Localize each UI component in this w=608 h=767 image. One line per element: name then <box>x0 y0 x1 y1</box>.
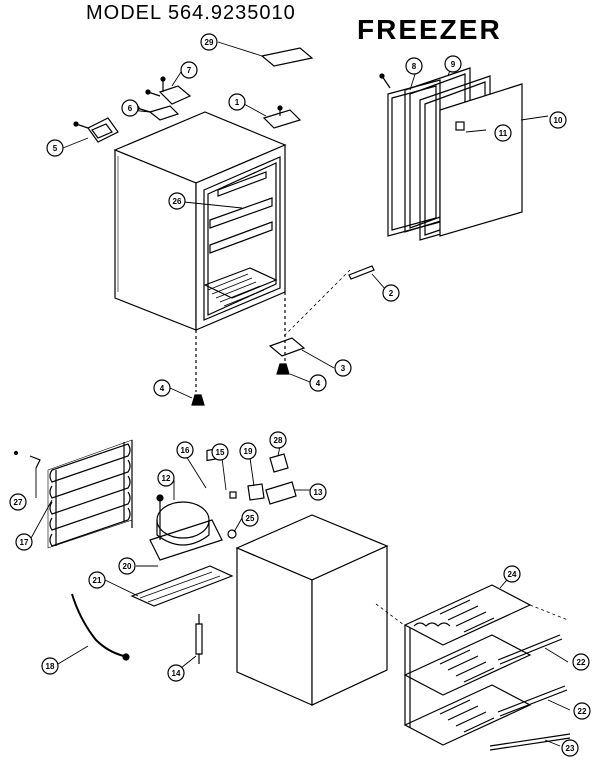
callout-number: 23 <box>566 744 575 753</box>
callout-4: 4 <box>309 374 327 392</box>
base-pan <box>130 565 234 607</box>
callout-number: 4 <box>160 384 165 393</box>
callout-7: 7 <box>180 61 198 79</box>
leveling-foot-right <box>276 363 290 375</box>
freezer-cabinet <box>113 111 287 331</box>
lower-cabinet-box <box>235 514 389 706</box>
callout-2: 2 <box>382 284 400 302</box>
callout-29: 29 <box>200 33 218 51</box>
callout-number: 19 <box>244 447 253 456</box>
callout-number: 26 <box>173 197 182 206</box>
callout-23: 23 <box>561 739 579 757</box>
callout-22: 22 <box>573 702 591 720</box>
callout-22: 22 <box>572 653 590 671</box>
callout-number: 6 <box>128 104 133 113</box>
callout-5: 5 <box>46 139 64 157</box>
callout-number: 10 <box>554 116 563 125</box>
callout-27: 27 <box>9 493 27 511</box>
callout-24: 24 <box>503 565 521 583</box>
power-cord <box>71 593 125 657</box>
callout-number: 2 <box>389 289 394 298</box>
callout-14: 14 <box>167 664 185 682</box>
callout-6: 6 <box>121 99 139 117</box>
callout-number: 20 <box>123 562 132 571</box>
callout-number: 16 <box>181 446 190 455</box>
callout-number: 14 <box>172 669 181 678</box>
callout-1: 1 <box>228 93 246 111</box>
leveling-foot-left <box>191 394 205 406</box>
callout-number: 25 <box>246 514 255 523</box>
bottom-hinge <box>268 337 306 357</box>
callout-21: 21 <box>88 571 106 589</box>
callout-3: 3 <box>334 359 352 377</box>
leader-lines <box>29 41 571 747</box>
callout-15: 15 <box>211 443 229 461</box>
callout-number: 18 <box>46 662 55 671</box>
callout-number: 22 <box>577 658 586 667</box>
callout-number: 3 <box>341 364 346 373</box>
callout-number: 5 <box>53 144 58 153</box>
callout-18: 18 <box>41 657 59 675</box>
callout-number: 21 <box>93 576 102 585</box>
callout-4: 4 <box>153 379 171 397</box>
model-number-title: MODEL 564.9235010 <box>86 2 296 24</box>
callout-number: 27 <box>14 498 23 507</box>
callout-number: 29 <box>205 38 214 47</box>
callout-number: 15 <box>216 448 225 457</box>
callout-number: 8 <box>412 62 417 71</box>
door-assembly <box>379 67 523 241</box>
condenser-coil <box>13 439 133 549</box>
callout-number: 1 <box>235 98 240 107</box>
callout-number: 7 <box>187 66 192 75</box>
callout-13: 13 <box>309 483 327 501</box>
callout-26: 26 <box>168 192 186 210</box>
callout-17: 17 <box>15 533 33 551</box>
callout-number: 28 <box>274 436 283 445</box>
filter-drier <box>195 623 203 655</box>
callout-number: 22 <box>578 707 587 716</box>
top-cover-part <box>260 47 314 67</box>
hinge-pin <box>348 265 375 280</box>
callout-number: 24 <box>508 570 517 579</box>
callout-10: 10 <box>549 111 567 129</box>
callout-number: 9 <box>451 60 456 69</box>
callout-28: 28 <box>269 431 287 449</box>
callout-19: 19 <box>239 442 257 460</box>
callout-number: 17 <box>20 538 29 547</box>
compressor <box>149 494 223 561</box>
callout-number: 11 <box>499 129 508 138</box>
callout-12: 12 <box>157 469 175 487</box>
evaporator-shelves <box>375 584 571 751</box>
product-title: FREEZER <box>357 14 502 45</box>
callout-20: 20 <box>118 557 136 575</box>
callout-11: 11 <box>494 124 512 142</box>
callout-number: 12 <box>162 474 171 483</box>
callout-number: 13 <box>314 488 323 497</box>
callout-16: 16 <box>176 441 194 459</box>
callout-25: 25 <box>241 509 259 527</box>
callout-8: 8 <box>405 57 423 75</box>
callout-number: 4 <box>316 379 321 388</box>
callout-9: 9 <box>444 55 462 73</box>
